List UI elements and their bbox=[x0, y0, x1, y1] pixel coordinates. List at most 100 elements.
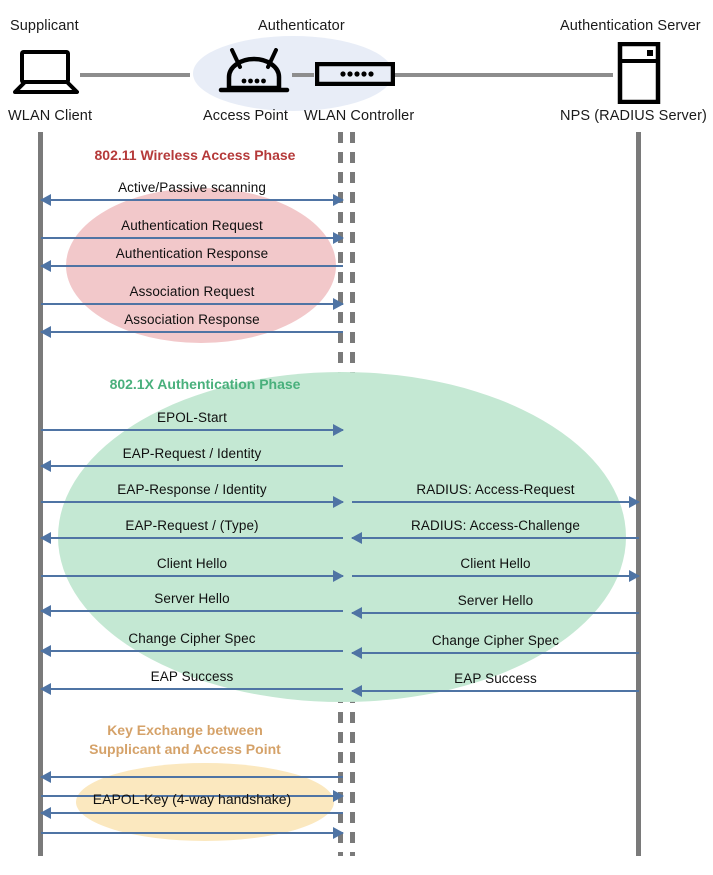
message-line bbox=[41, 832, 343, 834]
arrowhead-right-icon bbox=[333, 790, 344, 802]
message-authentication-request: Authentication Request bbox=[41, 218, 344, 244]
arrowhead-right-icon bbox=[629, 496, 640, 508]
lifeline-supplicant bbox=[38, 132, 43, 856]
node-label-wlan-client: WLAN Client bbox=[8, 108, 93, 124]
message-association-request: Association Request bbox=[41, 284, 344, 310]
message-client-hello-left: Client Hello bbox=[41, 556, 344, 582]
arrowhead-left-icon bbox=[351, 647, 362, 659]
message-line bbox=[41, 610, 343, 612]
message-line bbox=[352, 501, 639, 503]
message-line bbox=[41, 199, 343, 201]
message-label: Server Hello bbox=[457, 593, 534, 608]
message-eapol-key-3 bbox=[40, 807, 343, 819]
message-line bbox=[41, 303, 343, 305]
arrowhead-right-icon bbox=[333, 570, 344, 582]
message-line bbox=[41, 465, 343, 467]
message-line bbox=[41, 331, 343, 333]
message-label: Change Cipher Spec bbox=[431, 633, 560, 648]
message-line bbox=[352, 690, 639, 692]
role-title-supplicant: Supplicant bbox=[10, 18, 79, 34]
arrowhead-left-icon bbox=[40, 771, 51, 783]
message-server-hello-left: Server Hello bbox=[40, 591, 343, 617]
message-label: Client Hello bbox=[156, 556, 228, 571]
message-eapol-key-4 bbox=[41, 827, 344, 839]
message-label: Authentication Request bbox=[121, 218, 263, 233]
message-eap-request-identity: EAP-Request / Identity bbox=[40, 446, 343, 472]
message-eapol-start: EPOL-Start bbox=[41, 410, 344, 436]
role-title-authentication-server: Authentication Server bbox=[560, 18, 701, 34]
message-line bbox=[41, 501, 343, 503]
arrowhead-left-icon bbox=[40, 326, 51, 338]
message-label: EAP-Request / (Type) bbox=[125, 518, 259, 533]
server-icon bbox=[617, 41, 661, 109]
message-line bbox=[352, 575, 639, 577]
arrowhead-right-icon bbox=[333, 232, 344, 244]
phase-caption-key-exchange-line2: Supplicant and Access Point bbox=[89, 741, 281, 757]
message-eap-response-identity: EAP-Response / Identity bbox=[41, 482, 344, 508]
phase-caption-key-exchange-line1: Key Exchange between bbox=[107, 722, 263, 738]
message-label: Client Hello bbox=[460, 556, 531, 571]
message-line bbox=[352, 652, 639, 654]
node-label-wlan-controller: WLAN Controller bbox=[304, 108, 415, 124]
message-client-hello-right: Client Hello bbox=[352, 556, 640, 582]
message-authentication-response: Authentication Response bbox=[40, 246, 343, 272]
access-point-icon bbox=[215, 48, 293, 101]
eapol-key-handshake-label: EAPOL-Key (4-way handshake) bbox=[92, 791, 292, 807]
arrowhead-right-icon bbox=[333, 827, 344, 839]
message-label: Active/Passive scanning bbox=[118, 180, 266, 195]
arrowhead-left-icon bbox=[40, 260, 51, 272]
message-line bbox=[41, 537, 343, 539]
message-line bbox=[41, 688, 343, 690]
arrowhead-left-icon bbox=[351, 532, 362, 544]
arrowhead-right-icon bbox=[333, 298, 344, 310]
arrowhead-left-icon bbox=[40, 194, 51, 206]
node-label-access-point: Access Point bbox=[203, 108, 289, 124]
wire-client-ap bbox=[80, 73, 190, 77]
arrowhead-right-icon bbox=[333, 424, 344, 436]
message-change-cipher-spec-right: Change Cipher Spec bbox=[351, 633, 639, 659]
message-change-cipher-spec-left: Change Cipher Spec bbox=[40, 631, 343, 657]
message-label: RADIUS: Access-Challenge bbox=[411, 518, 580, 533]
message-eapol-key-2 bbox=[41, 790, 344, 802]
message-label: Change Cipher Spec bbox=[128, 631, 256, 646]
arrowhead-left-icon bbox=[40, 460, 51, 472]
phase-caption-80211: 802.11 Wireless Access Phase bbox=[94, 147, 296, 163]
message-eapol-key-1 bbox=[40, 771, 343, 783]
message-label: EAP Success bbox=[454, 671, 537, 686]
arrowhead-right-icon bbox=[629, 570, 640, 582]
message-line bbox=[41, 812, 343, 814]
message-server-hello-right: Server Hello bbox=[351, 593, 639, 619]
message-line bbox=[41, 650, 343, 652]
message-label: EAP Success bbox=[150, 669, 234, 684]
message-radius-access-request: RADIUS: Access-Request bbox=[352, 482, 640, 508]
message-label: EAP-Request / Identity bbox=[122, 446, 262, 461]
message-line bbox=[41, 429, 343, 431]
message-line bbox=[41, 795, 343, 797]
arrowhead-left-icon bbox=[351, 607, 362, 619]
message-line bbox=[352, 537, 639, 539]
message-eap-request-type: EAP-Request / (Type) bbox=[40, 518, 343, 544]
arrowhead-left-icon bbox=[40, 532, 51, 544]
message-label: Authentication Response bbox=[115, 246, 269, 261]
message-line bbox=[41, 265, 343, 267]
arrowhead-right-icon bbox=[333, 194, 344, 206]
message-label: Association Request bbox=[129, 284, 255, 299]
message-line bbox=[41, 776, 343, 778]
arrowhead-left-icon bbox=[40, 807, 51, 819]
message-eap-success-right: EAP Success bbox=[351, 671, 639, 697]
node-label-nps-radius-server: NPS (RADIUS Server) bbox=[560, 108, 707, 124]
arrowhead-left-icon bbox=[40, 645, 51, 657]
laptop-icon bbox=[13, 50, 79, 99]
message-association-response: Association Response bbox=[40, 312, 343, 338]
message-label: RADIUS: Access-Request bbox=[416, 482, 575, 497]
message-eap-success-left: EAP Success bbox=[40, 669, 343, 695]
phase-caption-8021x: 802.1X Authentication Phase bbox=[109, 376, 301, 392]
message-label: EPOL-Start bbox=[156, 410, 228, 425]
wire-ap-controller bbox=[292, 73, 314, 77]
message-line bbox=[41, 237, 343, 239]
message-line bbox=[41, 575, 343, 577]
arrowhead-left-icon bbox=[351, 685, 362, 697]
lifeline-authentication-server bbox=[636, 132, 641, 856]
message-line bbox=[352, 612, 639, 614]
